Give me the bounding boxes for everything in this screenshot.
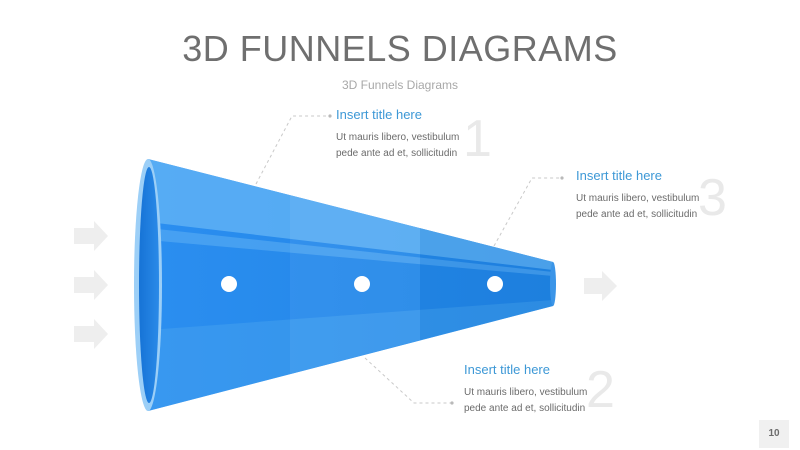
callout-text: Ut mauris libero, vestibulum pede ante a… xyxy=(336,130,506,162)
connector-line-1 xyxy=(255,115,330,185)
connector-end-2 xyxy=(450,401,454,405)
funnel-highlight xyxy=(148,159,553,270)
callout-title: Insert title here xyxy=(336,107,422,122)
arrow-right-icon xyxy=(74,319,108,349)
arrow-right-icon xyxy=(584,271,617,301)
callout-1: 1 Insert title here Ut mauris libero, ve… xyxy=(336,107,506,168)
connector-line-3 xyxy=(493,177,562,247)
marker-dot-3 xyxy=(487,276,503,292)
connector-line-2 xyxy=(364,357,452,404)
callout-text-line: pede ante ad et, sollicitudin xyxy=(336,148,458,159)
callout-2: 2 Insert title here Ut mauris libero, ve… xyxy=(464,362,634,417)
callout-text-line: pede ante ad et, sollicitudin xyxy=(576,209,698,220)
page-title: 3D FUNNELS DIAGRAMS xyxy=(182,28,618,69)
marker-dot-1 xyxy=(221,276,237,292)
page-number: 10 xyxy=(759,420,789,448)
callout-text-line: pede ante ad et, sollicitudin xyxy=(464,403,586,414)
arrow-right-icon xyxy=(74,221,108,251)
callout-text-line: Ut mauris libero, vestibulum xyxy=(576,193,700,204)
funnel-tip xyxy=(550,262,556,306)
marker-dot-2 xyxy=(354,276,370,292)
funnel-lower-band xyxy=(148,300,553,411)
funnel-segment-3 xyxy=(420,228,553,340)
funnel-highlight-stripe xyxy=(148,228,553,276)
page-subtitle: 3D Funnels Diagrams xyxy=(341,78,459,92)
callout-title: Insert title here xyxy=(576,168,662,183)
callout-number: 1 xyxy=(463,110,492,168)
callout-number: 2 xyxy=(586,361,615,419)
funnel-mouth xyxy=(139,167,159,403)
connector-end-3 xyxy=(560,176,564,180)
callout-number: 3 xyxy=(698,169,727,227)
callout-3: 3 Insert title here Ut mauris libero, ve… xyxy=(576,168,746,227)
callout-text-line: Ut mauris libero, vestibulum xyxy=(464,387,588,398)
callout-text: Ut mauris libero, vestibulum pede ante a… xyxy=(576,191,746,223)
callout-text: Ut mauris libero, vestibulum pede ante a… xyxy=(464,385,634,417)
callout-title: Insert title here xyxy=(464,362,550,377)
callout-text-line: Ut mauris libero, vestibulum xyxy=(336,132,460,143)
connector-end-1 xyxy=(328,114,332,118)
arrow-right-icon xyxy=(74,270,108,300)
